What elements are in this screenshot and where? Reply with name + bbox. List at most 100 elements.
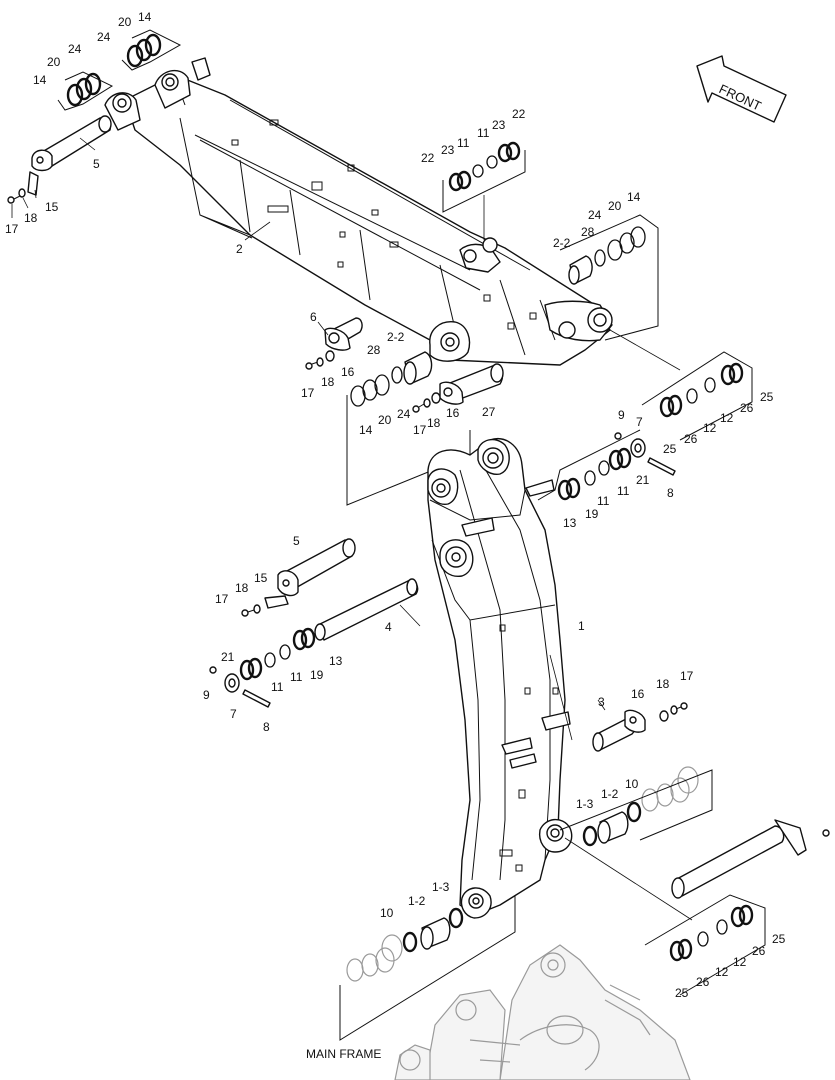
callout-25: 25	[675, 986, 689, 1000]
seal-group-upper-right	[609, 329, 753, 441]
callout-19: 19	[585, 507, 599, 521]
seal-group-arm-top	[442, 141, 526, 240]
washer-18c	[423, 398, 431, 408]
callout-9: 9	[618, 408, 625, 422]
callout-20: 20	[118, 15, 132, 29]
callout-20: 20	[608, 199, 622, 213]
callout-16: 16	[341, 365, 355, 379]
callout-8: 8	[263, 720, 270, 734]
washer-18e	[670, 705, 678, 715]
callout-17: 17	[301, 386, 315, 400]
callout-2-2: 2-2	[387, 330, 405, 344]
callout-16: 16	[446, 406, 460, 420]
boom-foot-pin	[671, 819, 830, 899]
callout-24: 24	[68, 42, 82, 56]
callout-17: 17	[215, 592, 229, 606]
washer-16b	[325, 350, 335, 362]
callout-21: 21	[221, 650, 235, 664]
callout-28: 28	[367, 343, 381, 357]
callout-18: 18	[321, 375, 335, 389]
callout-25: 25	[760, 390, 774, 404]
callout-12: 12	[733, 955, 747, 969]
washer-18b	[316, 357, 324, 367]
washer-18a	[18, 188, 26, 198]
callout-28: 28	[581, 225, 595, 239]
pin-3	[592, 709, 646, 752]
main-frame: MAIN FRAME	[306, 766, 699, 1080]
callout-24: 24	[97, 30, 111, 44]
callout-11: 11	[271, 680, 284, 694]
callout-20: 20	[378, 413, 392, 427]
callout-11: 11	[290, 670, 303, 684]
boom-assembly	[427, 438, 573, 919]
callout-2-2: 2-2	[553, 236, 571, 250]
callout-15: 15	[254, 571, 268, 585]
callout-24: 24	[588, 208, 602, 222]
bolt-17a	[7, 195, 21, 204]
pin-4	[314, 578, 419, 641]
callout-14: 14	[138, 10, 152, 24]
stopper-plate-15a	[27, 171, 39, 196]
callout-5: 5	[93, 157, 100, 171]
callout-1: 1	[578, 619, 585, 633]
callout-11: 11	[477, 126, 490, 140]
arm-assembly	[104, 57, 613, 366]
callout-1-3: 1-3	[576, 797, 594, 811]
callout-12: 12	[703, 421, 717, 435]
pin-5-lower	[277, 538, 356, 597]
callout-23: 23	[492, 118, 506, 132]
callout-labels: 20 14 24 24 20 14 5 15 18 17 2 22 23 11 …	[5, 10, 786, 1000]
callout-22: 22	[421, 151, 435, 165]
callout-7: 7	[230, 707, 237, 721]
bolt-17d	[241, 609, 255, 617]
callout-1-2: 1-2	[408, 894, 426, 908]
bolt-17b	[305, 361, 319, 370]
callout-26: 26	[752, 944, 766, 958]
boom-foot-bushing-left	[339, 895, 516, 1041]
callout-13: 13	[563, 516, 577, 530]
ghost-seal-set-right	[641, 766, 699, 812]
seal-group-lower-right	[644, 894, 766, 996]
callout-11: 11	[457, 136, 470, 150]
callout-20: 20	[47, 55, 61, 69]
washer-16c	[431, 392, 441, 404]
seal-group-top-left	[121, 29, 182, 71]
main-frame-label: MAIN FRAME	[306, 1047, 381, 1061]
callout-2: 2	[236, 242, 243, 256]
leader-lines	[11, 137, 606, 741]
callout-26: 26	[684, 432, 698, 446]
callout-13: 13	[329, 654, 343, 668]
callout-5: 5	[293, 534, 300, 548]
seal-group-boom-left	[209, 627, 316, 708]
ghost-seal-set-left	[346, 934, 403, 982]
stopper-plate-15b	[264, 595, 289, 609]
callout-14: 14	[33, 73, 47, 87]
callout-10: 10	[380, 906, 394, 920]
callout-10: 10	[625, 777, 639, 791]
callout-18: 18	[656, 677, 670, 691]
callout-19: 19	[310, 668, 324, 682]
arm-pin-5	[31, 115, 112, 172]
callout-8: 8	[667, 486, 674, 500]
front-arrow: FRONT	[696, 55, 787, 123]
callout-21: 21	[636, 473, 650, 487]
pin-6	[324, 317, 363, 351]
seal-group-mid-left	[57, 71, 114, 111]
callout-25: 25	[772, 932, 786, 946]
seal-group-boom-top-right	[537, 429, 676, 501]
callout-12: 12	[720, 411, 734, 425]
callout-17: 17	[5, 222, 19, 236]
callout-9: 9	[203, 688, 210, 702]
callout-23: 23	[441, 143, 455, 157]
callout-27: 27	[482, 405, 496, 419]
callout-7: 7	[636, 415, 643, 429]
callout-18: 18	[24, 211, 38, 225]
bolt-17e	[675, 702, 688, 710]
bolt-17c	[412, 403, 425, 413]
callout-26: 26	[696, 975, 710, 989]
bushing-group-arm-front	[559, 214, 659, 341]
callout-1-3: 1-3	[432, 880, 450, 894]
callout-11: 11	[597, 494, 610, 508]
